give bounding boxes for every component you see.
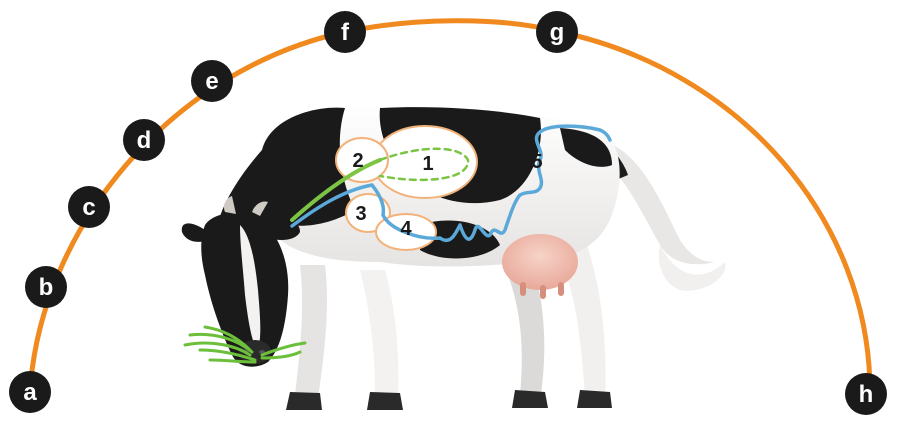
marker-g-label: g <box>550 19 565 46</box>
stomach-label-5: 5 <box>531 151 542 173</box>
marker-c: c <box>68 186 110 228</box>
marker-c-label: c <box>82 194 95 221</box>
marker-b-label: b <box>39 274 54 301</box>
orange-arc <box>27 18 873 395</box>
marker-f: f <box>324 11 366 53</box>
marker-d: d <box>123 119 165 161</box>
markers: a b c d e f g h <box>9 11 887 415</box>
marker-b: b <box>25 266 67 308</box>
marker-a: a <box>9 371 51 413</box>
chamber-2 <box>335 137 389 183</box>
marker-h-label: h <box>859 381 874 408</box>
stomach-label-4: 4 <box>400 218 412 240</box>
stomach-label-3: 3 <box>355 203 366 225</box>
stomach-labels: 1 2 3 4 5 <box>352 150 542 240</box>
marker-h: h <box>845 373 887 415</box>
marker-d-label: d <box>137 127 152 154</box>
marker-f-label: f <box>341 19 350 46</box>
digestive-tract <box>290 124 612 243</box>
marker-e-label: e <box>205 68 218 95</box>
stomach-label-1: 1 <box>422 153 433 175</box>
stomach-label-2: 2 <box>352 150 363 172</box>
marker-e: e <box>191 60 233 102</box>
chamber-3 <box>345 193 391 233</box>
marker-g: g <box>536 11 578 53</box>
marker-a-label: a <box>23 379 37 406</box>
cow-illustration <box>181 104 726 410</box>
